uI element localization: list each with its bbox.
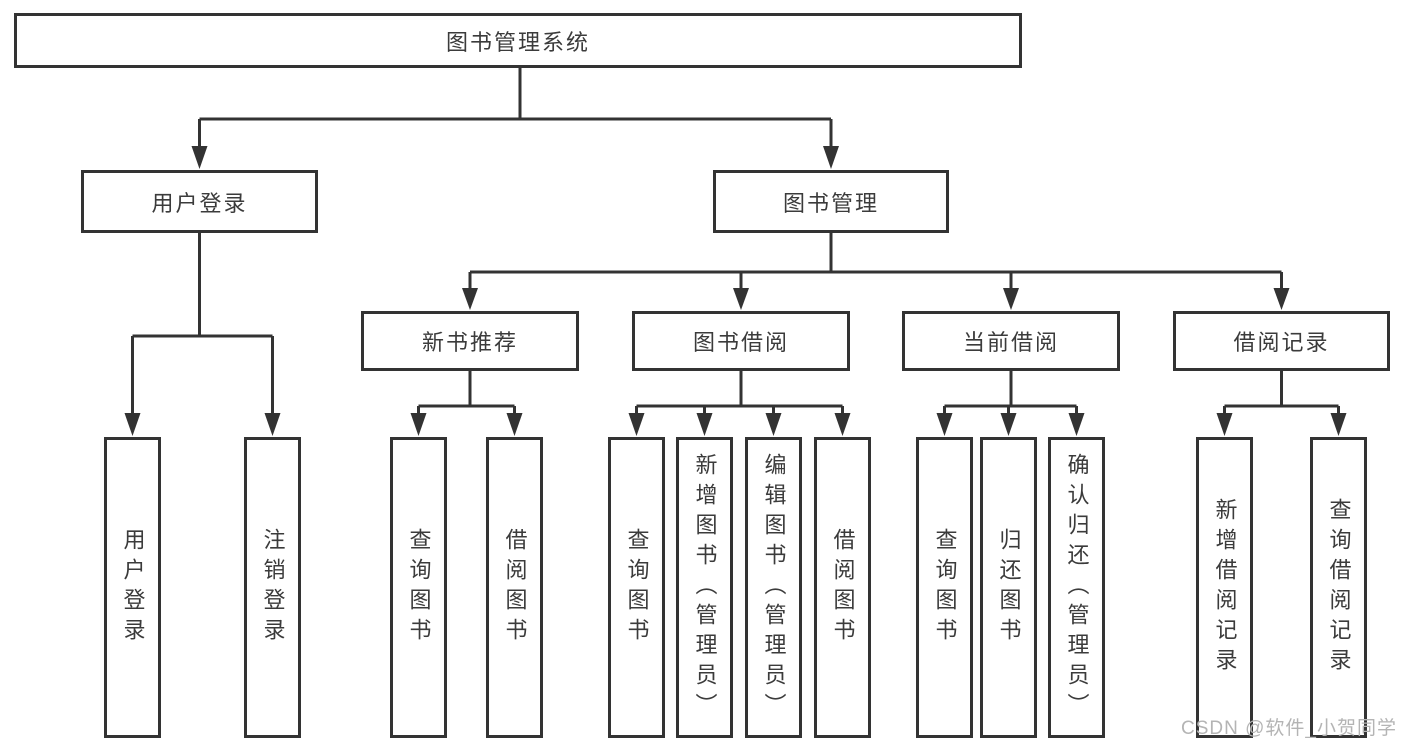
leaf-edit-books-admin: 编辑图书（管理员） (745, 437, 802, 738)
leaf-query-books-recommend: 查询图书 (390, 437, 447, 738)
leaf-add-borrow-record: 新增借阅记录 (1196, 437, 1253, 738)
node-book-management: 图书管理 (713, 170, 949, 233)
connector-bookmgmt-to-level3 (462, 233, 1290, 310)
connector-newbooks-to-leaves (410, 371, 523, 436)
node-root-system: 图书管理系统 (14, 13, 1022, 68)
node-new-book-recommend: 新书推荐 (361, 311, 579, 371)
connector-userlogin-to-leaves (124, 233, 281, 436)
connector-root-to-level2 (191, 68, 839, 169)
leaf-add-books-admin: 新增图书（管理员） (676, 437, 733, 738)
leaf-query-books-borrow: 查询图书 (608, 437, 665, 738)
leaf-return-books: 归还图书 (980, 437, 1037, 738)
leaf-logout: 注销登录 (244, 437, 301, 738)
node-current-borrowing: 当前借阅 (902, 311, 1120, 371)
leaf-query-books-current: 查询图书 (916, 437, 973, 738)
watermark-text: CSDN @软件_小贺同学 (1181, 718, 1397, 739)
leaf-query-borrow-record: 查询借阅记录 (1310, 437, 1367, 738)
connector-borrowrecords-to-leaves (1216, 371, 1347, 436)
leaf-borrow-books-recommend: 借阅图书 (486, 437, 543, 738)
leaf-confirm-return-admin: 确认归还（管理员） (1048, 437, 1105, 738)
connector-currentborrow-to-leaves (936, 371, 1085, 436)
connector-bookborrow-to-leaves (628, 371, 851, 436)
leaf-borrow-books: 借阅图书 (814, 437, 871, 738)
leaf-user-login: 用户登录 (104, 437, 161, 738)
node-borrowing-records: 借阅记录 (1173, 311, 1390, 371)
node-book-borrowing: 图书借阅 (632, 311, 850, 371)
node-user-login: 用户登录 (81, 170, 318, 233)
